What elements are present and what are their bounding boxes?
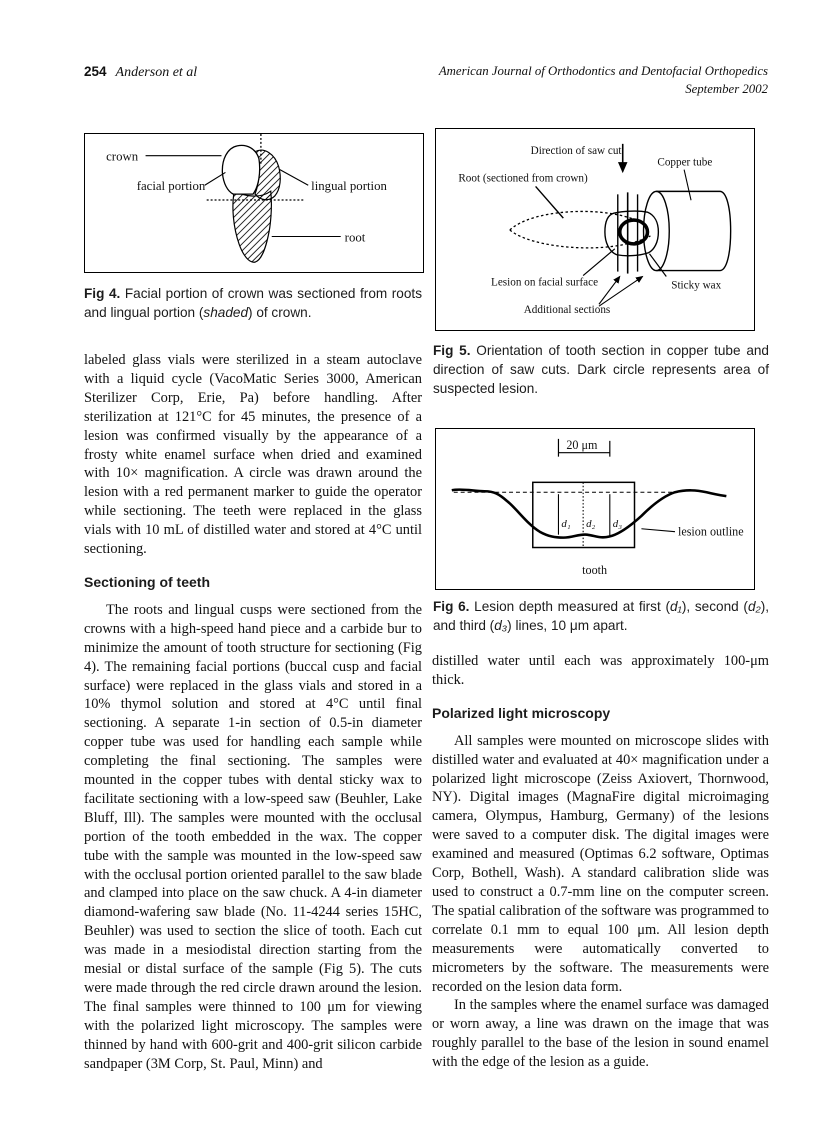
copper-tube-leader [683,169,692,201]
figure-6-caption-d3: d₃ [494,618,508,633]
lesion-outline-curve [451,488,727,539]
root-label: root [345,230,366,244]
figure-6-caption-text-3: ), and third ( [433,599,770,633]
crown-label: crown [106,150,139,164]
figure-6-diagram: 20 μm d₁ d₂ d₃ lesion outline tooth [435,428,755,590]
sticky-wax-label: Sticky wax [671,279,721,291]
figure-6-caption: Fig 6. Lesion depth measured at first (d… [433,597,769,635]
figure-5-caption: Fig 5. Orientation of tooth section in c… [433,341,769,398]
lesion-on-facial-surface-label: Lesion on facial surface [491,276,598,288]
figure-6-caption-d2: d₂ [747,599,761,614]
figure-4-caption-text: Facial portion of crown was sectioned fr… [84,286,423,320]
lesion-outline-leader [641,528,676,533]
page-number: 254 [84,64,107,79]
running-authors: Anderson et al [115,65,198,80]
header-right: American Journal of Orthodontics and Den… [288,63,768,98]
figure-6-caption-label: Fig 6. [433,599,470,614]
tooth-section-outline [604,210,660,257]
paragraph-sectioning: The roots and lingual cusps were section… [84,601,422,1072]
lingual-portion-label: lingual portion [311,179,387,193]
root-outline-top [509,210,647,231]
figure-5-diagram: Direction of saw cut Copper tube Root (s… [435,128,755,331]
additional-sections-leader-2 [598,275,644,307]
figure-4-caption-label: Fig 4. [84,286,121,301]
root-shape [232,190,272,263]
figure-6-caption-d1: d₁ [670,599,682,614]
paragraph-sterilization: labeled glass vials were sterilized in a… [84,352,422,558]
issue-date: September 2002 [685,81,768,96]
left-text-column: labeled glass vials were sterilized in a… [84,351,422,1074]
root-sectioned-label: Root (sectioned from crown) [458,172,588,184]
lesion-depth-diagram: 20 μm d₁ d₂ d₃ lesion outline tooth [451,438,744,577]
copper-tube-body [656,190,732,272]
scale-label: 20 μm [566,438,598,452]
figure-6-caption-text-2: ), second ( [681,599,748,614]
journal-title: American Journal of Orthodontics and Den… [438,64,768,78]
additional-sections-label: Additional sections [524,304,611,316]
right-text-column: distilled water until each was approxima… [432,652,769,1072]
section-heading-polarized-light-microscopy: Polarized light microscopy [432,704,611,721]
paragraph-damaged-enamel: In the samples where the enamel surface … [432,997,769,1071]
direction-of-saw-cut-label: Direction of saw cut [531,145,623,157]
copper-tube-label: Copper tube [657,157,712,169]
d1-label: d₁ [561,518,570,530]
figure-4-caption-shaded: shaded [203,305,249,320]
paragraph-thinning-continuation: distilled water until each was approxima… [432,653,769,688]
tooth-label: tooth [582,563,607,577]
lesion-circle [617,218,650,246]
figure-4-caption-end: ) of crown. [248,305,312,320]
root-leader [535,185,564,219]
lingual-leader-line [279,169,309,186]
tooth-section-diagram: crown facial portion lingual portion roo… [106,134,387,263]
crown-shape [221,144,261,195]
figure-5-caption-label: Fig 5. [433,343,471,358]
figure-4-diagram: crown facial portion lingual portion roo… [84,133,424,273]
lesion-outline-label: lesion outline [678,525,744,539]
copper-tube-diagram: Direction of saw cut Copper tube Root (s… [458,143,732,316]
header-left: 254 Anderson et al [84,64,197,81]
figure-5-caption-text: Orientation of tooth section in copper t… [433,343,769,396]
figure-6-caption-text-1: Lesion depth measured at first ( [469,599,670,614]
copper-tube-face [642,190,670,272]
section-heading-sectioning-of-teeth: Sectioning of teeth [84,573,210,590]
additional-sections-leader-1 [598,275,621,305]
facial-leader-line [204,171,226,186]
d3-label: d₃ [613,518,622,530]
sticky-wax-leader [648,253,667,277]
lesion-leader [582,248,616,276]
facial-portion-label: facial portion [137,179,206,193]
figure-4-caption: Fig 4. Facial portion of crown was secti… [84,284,422,322]
paragraph-microscopy: All samples were mounted on microscope s… [432,732,769,995]
d2-label: d₂ [586,518,595,530]
root-outline-bottom [509,229,651,249]
figure-6-caption-text-4: ) lines, 10 μm apart. [507,618,628,633]
